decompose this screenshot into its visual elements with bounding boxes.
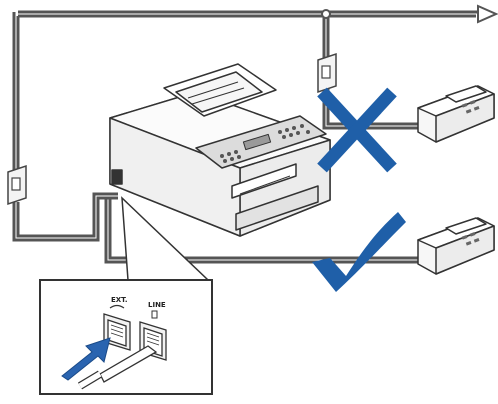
telephone-crossed-out — [417, 85, 495, 143]
ext-jack-label: EXT. — [111, 296, 128, 304]
jack-closeup-panel: EXT. LINE — [39, 279, 213, 395]
x-cross-icon — [317, 87, 397, 173]
fax-machine — [109, 63, 331, 237]
insert-arrow-icon — [61, 337, 111, 381]
line-icon — [151, 310, 158, 319]
ext-jack — [103, 313, 131, 351]
line-jack — [139, 321, 167, 361]
arrow-head-icon — [477, 4, 498, 24]
junction-dot — [321, 9, 331, 19]
wall-jack-left — [7, 164, 27, 206]
telephone-connected — [417, 217, 495, 275]
telephone-wiring — [12, 10, 482, 264]
wall-jack-upper — [317, 52, 337, 94]
line-jack-label: LINE — [148, 301, 166, 309]
ext-phone-icon — [109, 304, 125, 309]
check-mark-icon — [312, 212, 406, 292]
phone-cord-plug — [77, 345, 158, 390]
